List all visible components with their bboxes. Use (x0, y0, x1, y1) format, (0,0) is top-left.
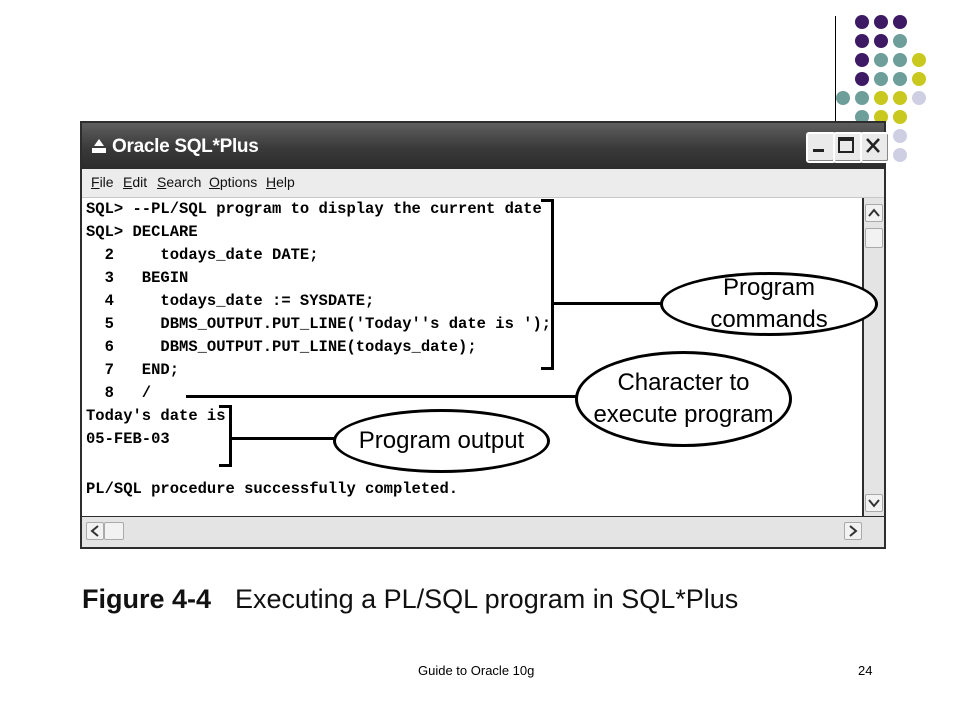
menu-help[interactable]: Help (266, 174, 295, 190)
callout-line: execute program (593, 401, 774, 428)
page-number: 24 (858, 663, 873, 678)
decorative-dot (893, 15, 907, 29)
execute-program-callout: Character to execute program (575, 351, 792, 447)
program-output-callout: Program output (333, 409, 550, 473)
console-line: SQL> --PL/SQL program to display the cur… (86, 200, 542, 218)
decorative-dot (912, 91, 926, 105)
decorative-dot (855, 53, 869, 67)
console-line: 05-FEB-03 (86, 430, 170, 448)
console-line: 7 END; (86, 361, 180, 379)
decorative-dot (893, 110, 907, 124)
decorative-dot (855, 15, 869, 29)
decorative-rule (835, 16, 836, 164)
decorative-dot (874, 15, 888, 29)
scroll-left-button[interactable] (86, 522, 104, 540)
decorative-dot (912, 72, 926, 86)
program-output-bracket (219, 405, 232, 467)
menu-file[interactable]: File (91, 174, 114, 190)
close-button[interactable] (860, 132, 890, 163)
decorative-dot (893, 53, 907, 67)
decorative-dot (893, 34, 907, 48)
scroll-up-button[interactable] (865, 204, 883, 222)
figure-text: Executing a PL/SQL program in SQL*Plus (235, 584, 739, 614)
scroll-corner (864, 517, 884, 547)
decorative-dot (874, 110, 888, 124)
decorative-dot (874, 53, 888, 67)
program-commands-callout: Program commands (660, 272, 878, 336)
sqlplus-app-icon (92, 139, 106, 153)
console-line: 4 todays_date := SYSDATE; (86, 292, 375, 310)
minimize-button[interactable] (806, 132, 836, 163)
decorative-dot (836, 91, 850, 105)
footer-title: Guide to Oracle 10g (418, 663, 535, 678)
console-line: PL/SQL procedure successfully completed. (86, 480, 459, 498)
decorative-dot (855, 91, 869, 105)
callout-line: Character to (617, 369, 750, 396)
menu-bar: File Edit Search Options Help (82, 169, 884, 198)
execute-connector (186, 395, 578, 398)
console-line: Today's date is (86, 407, 226, 425)
maximize-icon (838, 137, 854, 153)
decorative-dot (912, 53, 926, 67)
figure-caption: Figure 4-4 Executing a PL/SQL program in … (82, 584, 738, 615)
chevron-down-icon (868, 499, 880, 508)
window-title: Oracle SQL*Plus (112, 136, 259, 157)
minimize-icon (813, 149, 824, 152)
console-line: 5 DBMS_OUTPUT.PUT_LINE('Today''s date is… (86, 315, 552, 333)
menu-options[interactable]: Options (209, 174, 258, 190)
close-icon (866, 138, 880, 153)
decorative-dot (893, 148, 907, 162)
decorative-dot (855, 34, 869, 48)
program-commands-connector (554, 302, 664, 305)
chevron-right-icon (849, 525, 858, 537)
horizontal-scrollbar[interactable] (82, 517, 864, 547)
console-line: 8 / (86, 384, 152, 402)
menu-edit[interactable]: Edit (123, 174, 148, 190)
decorative-dot (855, 72, 869, 86)
maximize-button[interactable] (833, 132, 863, 163)
decorative-dot (874, 34, 888, 48)
console-line: 2 todays_date DATE; (86, 246, 319, 264)
horizontal-scroll-thumb[interactable] (104, 522, 124, 540)
program-commands-bracket (541, 199, 554, 370)
figure-number: Figure 4-4 (82, 584, 212, 614)
decorative-dot (874, 72, 888, 86)
console-line: SQL> DECLARE (86, 223, 198, 241)
program-output-connector (232, 437, 336, 440)
scroll-down-button[interactable] (865, 494, 883, 512)
decorative-dot (855, 110, 869, 124)
console-line: 6 DBMS_OUTPUT.PUT_LINE(todays_date); (86, 338, 477, 356)
decorative-dot (893, 91, 907, 105)
vertical-scrollbar[interactable] (864, 198, 884, 516)
scroll-right-button[interactable] (844, 522, 862, 540)
chevron-left-icon (90, 525, 99, 537)
decorative-dot (893, 72, 907, 86)
decorative-dot (874, 91, 888, 105)
scroll-thumb[interactable] (865, 228, 883, 248)
chevron-up-icon (868, 208, 880, 217)
menu-search[interactable]: Search (157, 174, 202, 190)
decorative-dot (893, 129, 907, 143)
title-bar[interactable]: Oracle SQL*Plus (82, 123, 890, 169)
console-line: 3 BEGIN (86, 269, 189, 287)
